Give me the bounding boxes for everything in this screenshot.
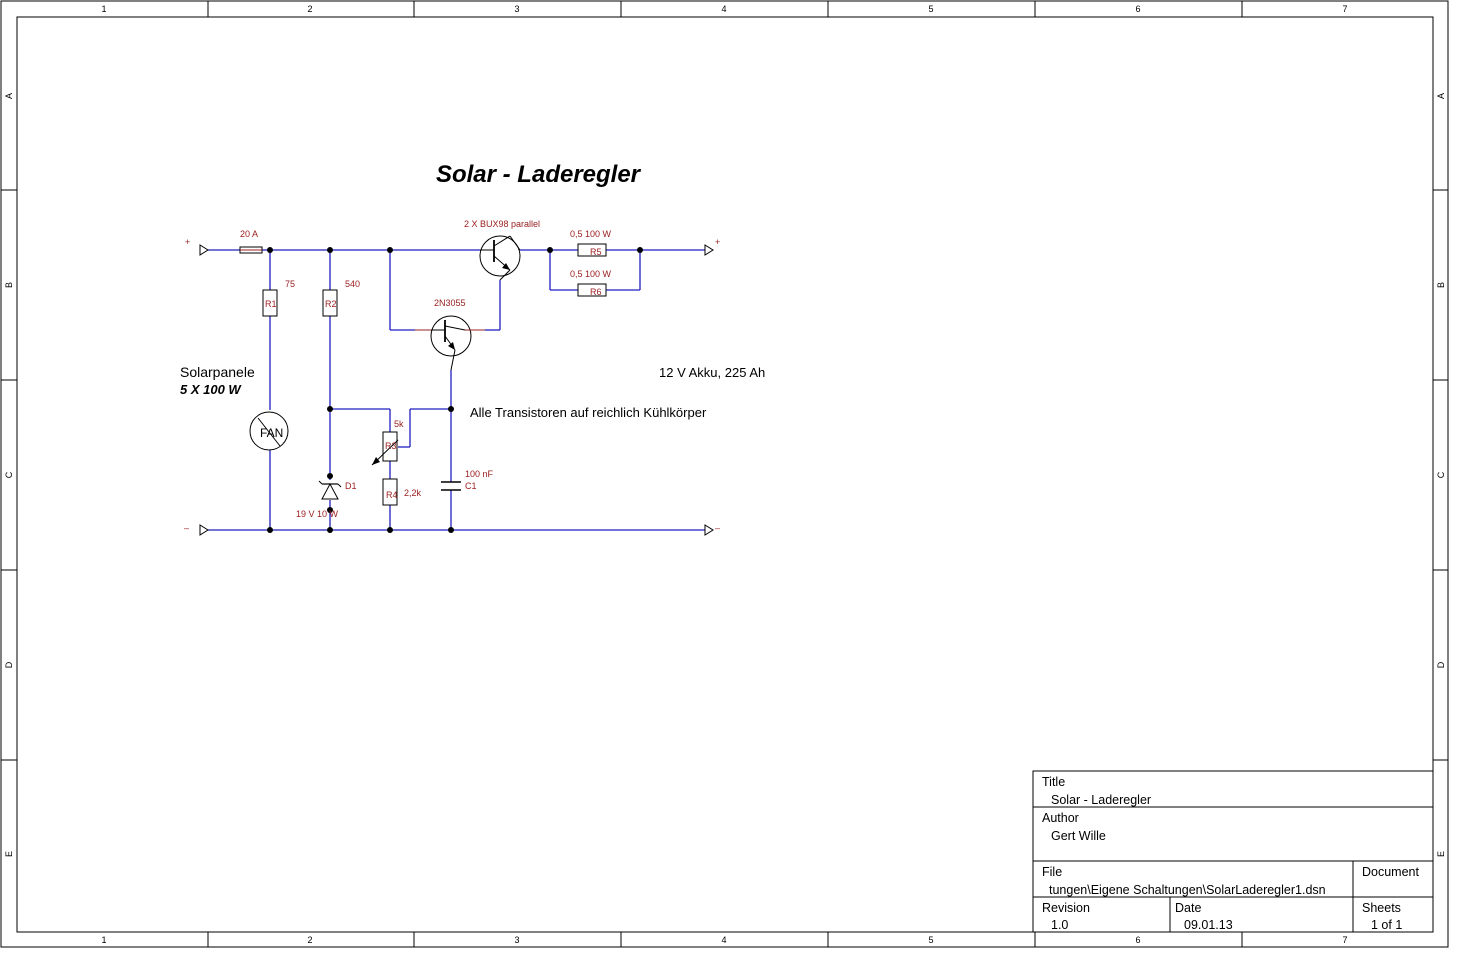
col-label: 2 (307, 935, 312, 945)
row-label: A (1436, 93, 1446, 99)
diode-value: 19 V 10 W (296, 509, 339, 519)
fan-symbol: FAN (249, 411, 289, 451)
capacitor-c1: 100 nF C1 (441, 469, 494, 491)
sheets-value: 1 of 1 (1371, 918, 1402, 932)
revision-value: 1.0 (1051, 918, 1068, 932)
fuse-20a: 20 A (239, 229, 263, 254)
revision-label: Revision (1042, 901, 1090, 915)
col-label: 3 (514, 4, 519, 14)
battery-note: 12 V Akku, 225 Ah (659, 365, 765, 380)
wires (208, 249, 705, 531)
terminal-label: + (715, 237, 720, 247)
resistor-r2: R2 540 (322, 279, 360, 317)
column-labels-top: 1 2 3 4 5 6 7 (101, 4, 1347, 14)
col-label: 5 (928, 4, 933, 14)
row-label: D (1436, 661, 1446, 668)
resistor-ref: R5 (590, 247, 602, 257)
resistor-ref: R4 (386, 490, 398, 500)
resistor-value: 540 (345, 279, 360, 289)
resistor-value: 5k (394, 419, 404, 429)
terminal-out-minus: – (704, 523, 720, 536)
resistor-value: 75 (285, 279, 295, 289)
col-label: 1 (101, 4, 106, 14)
terminal-label: + (185, 237, 190, 247)
row-label: C (4, 471, 14, 478)
resistor-r5: R5 0,5 100 W (570, 229, 612, 257)
row-label: B (4, 282, 14, 288)
col-label: 2 (307, 4, 312, 14)
col-label: 4 (721, 4, 726, 14)
author-label: Author (1042, 811, 1079, 825)
row-label: D (4, 661, 14, 668)
title-label: Title (1042, 775, 1065, 789)
resistor-ref: R3 (385, 441, 397, 451)
file-label: File (1042, 865, 1062, 879)
resistor-r1: R1 75 (262, 279, 295, 317)
zener-diode-d1: D1 19 V 10 W (296, 480, 357, 519)
row-label: A (4, 93, 14, 99)
terminal-label: – (184, 523, 189, 533)
row-labels-left: A B C D E (4, 93, 14, 857)
title-block: Title Solar - Laderegler Author Gert Wil… (1032, 770, 1434, 933)
terminal-in-minus: – (184, 523, 209, 536)
junctions (267, 247, 643, 533)
col-label: 7 (1342, 4, 1347, 14)
sheets-label: Sheets (1362, 901, 1401, 915)
resistor-value: 0,5 100 W (570, 269, 612, 279)
capacitor-ref: C1 (465, 481, 477, 491)
transistor-q-driver: 2N3055 (415, 298, 485, 371)
file-value: tungen\Eigene Schaltungen\SolarLaderegle… (1049, 883, 1326, 897)
title-value: Solar - Laderegler (1051, 793, 1151, 807)
resistor-r4: R4 2,2k (382, 478, 422, 506)
transistor-value: 2N3055 (434, 298, 466, 308)
terminal-in-plus: + (185, 237, 209, 256)
row-labels-right: A B C D E (1436, 93, 1446, 857)
fuse-value: 20 A (240, 229, 258, 239)
col-label: 1 (101, 935, 106, 945)
date-label: Date (1175, 901, 1201, 915)
column-labels-bottom: 1 2 3 4 5 6 7 (101, 935, 1347, 945)
date-value: 09.01.13 (1184, 918, 1233, 932)
transistor-q-power: 2 X BUX98 parallel (464, 219, 540, 281)
resistor-ref: R2 (325, 299, 337, 309)
row-label: C (1436, 471, 1446, 478)
document-label: Document (1362, 865, 1419, 879)
cooling-note: Alle Transistoren auf reichlich Kühlkörp… (470, 405, 707, 420)
col-label: 6 (1135, 935, 1140, 945)
source-value: 5 X 100 W (180, 382, 242, 397)
fan-label: FAN (260, 426, 283, 440)
resistor-ref: R6 (590, 287, 602, 297)
transistor-value: 2 X BUX98 parallel (464, 219, 540, 229)
resistor-ref: R1 (265, 299, 277, 309)
terminal-out-plus: + (704, 237, 720, 256)
resistor-r6: R6 0,5 100 W (570, 269, 612, 297)
col-label: 7 (1342, 935, 1347, 945)
resistor-value: 2,2k (404, 488, 422, 498)
author-value: Gert Wille (1051, 829, 1106, 843)
row-label: E (1436, 851, 1446, 857)
col-label: 5 (928, 935, 933, 945)
terminal-label: – (715, 523, 720, 533)
row-label: B (1436, 282, 1446, 288)
diode-ref: D1 (345, 481, 357, 491)
resistor-value: 0,5 100 W (570, 229, 612, 239)
col-label: 3 (514, 935, 519, 945)
row-label: E (4, 851, 14, 857)
potentiometer-r3: R3 5k (371, 419, 404, 466)
col-label: 6 (1135, 4, 1140, 14)
col-label: 4 (721, 935, 726, 945)
schematic-heading: Solar - Laderegler (436, 161, 642, 188)
source-label: Solarpanele (180, 364, 255, 380)
capacitor-value: 100 nF (465, 469, 494, 479)
